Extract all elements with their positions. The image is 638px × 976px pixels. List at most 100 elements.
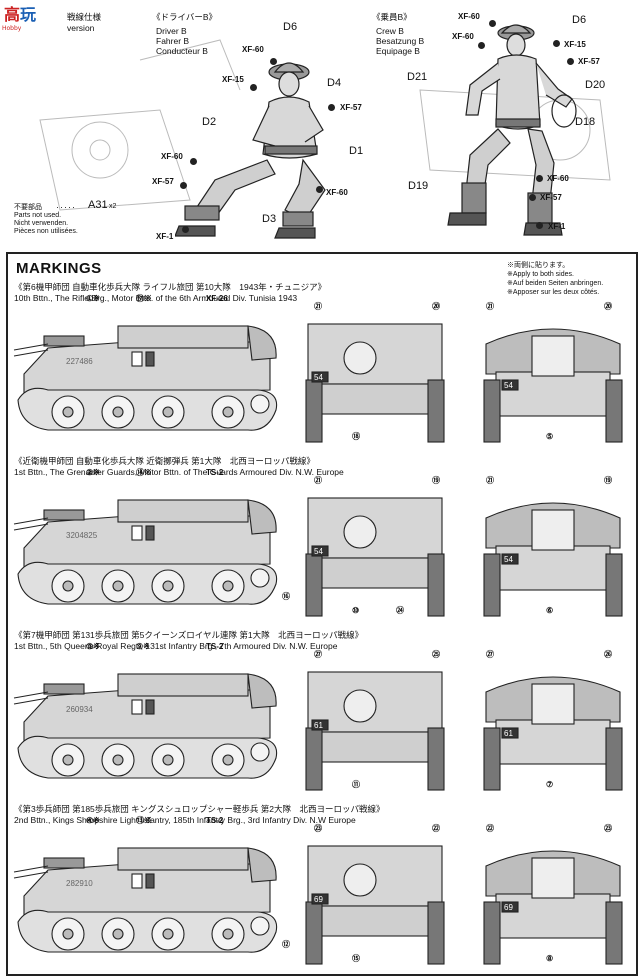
vehicle-3-rear-view: 61 <box>305 671 445 791</box>
not-used-part: A31 <box>88 199 108 211</box>
not-used-qty: x2 <box>109 203 117 210</box>
vehicle-1-rear-plate: 54 <box>314 373 323 382</box>
crew-label-d20: D20 <box>585 79 606 91</box>
vehicle-4-front-decal-b: ㉓ <box>604 824 612 833</box>
driver-label-xf57b: XF-57 <box>152 177 174 186</box>
vehicle-3-front-decal-c: ⑦ <box>546 780 554 789</box>
version-2-title-en: 1st Bttn., The Grenadier Guards, Motor B… <box>14 467 344 477</box>
vehicle-4-side-view: 282910 <box>13 847 278 953</box>
vehicle-1-front-decal-c: ⑤ <box>546 432 554 441</box>
crew-label-xf57a: XF-57 <box>578 57 600 66</box>
crew-label-xf1: XF-1 <box>548 222 566 231</box>
driver-label-xf60c: XF-60 <box>326 188 348 197</box>
crew-figure <box>447 24 577 236</box>
driver-color-dot-xf57b <box>180 182 187 189</box>
crew-title-jp: 《乗員B》 <box>372 12 412 22</box>
crew-color-dot-xf60a <box>489 20 496 27</box>
crew-label-xf15: XF-15 <box>564 40 586 49</box>
vehicle-2-rear-decal-e: ㉔ <box>396 606 404 615</box>
vehicle-4-front-plate: 69 <box>504 903 513 912</box>
vehicle-4-serial: 282910 <box>66 879 93 888</box>
version-1-title-en: 10th Bttn., The Rifle Brg., Motor Bttn. … <box>14 293 298 303</box>
vehicle-1-front-view: 54 <box>483 328 623 443</box>
vehicle-2-front-decal-b: ⑲ <box>604 476 612 485</box>
vehicle-2-serial: 3204825 <box>66 531 98 540</box>
vehicle-3-rear-decal-c: ⑪ <box>352 780 360 789</box>
markings-title: MARKINGS <box>16 260 102 277</box>
vehicle-4-front-view: 69 <box>483 850 623 965</box>
vehicle-2-rear-decal-b: ⑲ <box>432 476 440 485</box>
driver-figure <box>175 62 326 239</box>
vehicle-3-rear-decal-a: ㉗ <box>314 650 322 659</box>
vehicle-1-side-view: 227486 <box>13 325 278 431</box>
vehicle-1-rear-view: 54 <box>305 323 445 443</box>
vehicle-2-front-decal-c: ⑥ <box>546 606 554 615</box>
vehicle-2-rear-decal-d: ⑯ <box>282 592 290 601</box>
apply-note-fr: ※Apposer sur les deux côtés. <box>507 289 600 296</box>
driver-color-dot-xf57a <box>328 104 335 111</box>
crew-label-xf60a: XF-60 <box>458 12 480 21</box>
driver-title-de: Fahrer B <box>156 36 190 46</box>
vehicle-3-front-plate: 61 <box>504 729 513 738</box>
vehicle-1-serial: 227486 <box>66 357 93 366</box>
version-3-title-jp: 《第7機甲師団 第131歩兵旅団 第5クイーンズロイヤル連隊 第1大隊 北西ヨー… <box>14 630 364 640</box>
vehicle-4-rear-decal-c: ⑮ <box>352 954 360 963</box>
driver-label-d1: D1 <box>349 145 364 157</box>
not-used-jp: 不要部品 <box>14 204 42 211</box>
vehicle-3-serial: 260934 <box>66 705 93 714</box>
vehicle-4-side-decal-a: ④※ <box>86 816 100 825</box>
driver-label-d6: D6 <box>283 21 298 33</box>
markings-panel <box>6 252 638 976</box>
vehicle-1-front-plate: 54 <box>504 381 513 390</box>
driver-label-d2: D2 <box>202 116 217 128</box>
svg-text:Hobby: Hobby <box>2 25 22 32</box>
vehicle-4-rear-view: 69 <box>305 845 445 965</box>
vehicle-1-front-decal-a: ㉑ <box>486 302 494 311</box>
vehicle-3-front-view: 61 <box>483 676 623 791</box>
crew-title-fr: Equipage B <box>376 46 420 56</box>
driver-label-xf60b: XF-60 <box>161 152 183 161</box>
svg-text:高: 高 <box>4 5 20 24</box>
vehicle-1-rear-decal-b: ⑳ <box>432 302 440 311</box>
vehicle-3-side-decal-b: ⑨※ <box>136 642 150 651</box>
vehicle-2-paint-code: TS-2 <box>206 468 224 477</box>
apply-note-de: ※Auf beiden Seiten anbringen. <box>507 280 604 287</box>
crew-title-en: Crew B <box>376 26 404 36</box>
svg-text:玩: 玩 <box>20 5 36 24</box>
vehicle-1-rear-decal-a: ㉑ <box>314 302 322 311</box>
vehicle-4-front-decal-c: ⑧ <box>546 954 554 963</box>
vehicle-2-side-decal-b: ⑭※ <box>136 468 152 477</box>
apply-note-jp: ※両側に貼ります。 <box>507 262 570 269</box>
version-4-title-en: 2nd Bttn., Kings Shropshire Light Infant… <box>14 815 356 825</box>
vehicle-2-side-view: 3204825 <box>13 499 278 605</box>
vehicle-1-side-decal-a: ①※ <box>86 294 100 303</box>
crew-color-dot-xf60c <box>536 175 543 182</box>
driver-label-xf15: XF-15 <box>222 75 244 84</box>
crew-label-d18: D18 <box>575 116 596 128</box>
version-1-title-jp: 《第6機甲師団 自動車化歩兵大隊 ライフル旅団 第10大隊 1943年・チュニジ… <box>14 282 327 292</box>
driver-color-dot-xf60c <box>316 186 323 193</box>
vehicle-4-side-decal-b: ⑬※ <box>136 816 152 825</box>
crew-color-dot-xf57a <box>567 58 574 65</box>
driver-title-jp: 《ドライバーB》 <box>152 12 218 22</box>
version-2-title-jp: 《近衛機甲師団 自動車化歩兵大隊 近衛擲弾兵 第1大隊 北西ヨーロッパ戦線》 <box>14 456 315 466</box>
vehicle-1-side-decal-b: ⑰※ <box>136 294 152 303</box>
version-jp: 戦線仕様 <box>67 12 102 22</box>
apply-note-en: ※Apply to both sides. <box>507 271 574 278</box>
driver-label-xf60a: XF-60 <box>242 45 264 54</box>
watermark-logo: 高 玩 Hobby <box>2 2 46 32</box>
crew-label-d21: D21 <box>407 71 428 83</box>
vehicle-3-side-decal-a: ③※ <box>86 642 100 651</box>
crew-label-xf60b: XF-60 <box>452 32 474 41</box>
version-en: version <box>67 23 95 33</box>
vehicle-2-front-decal-a: ㉑ <box>486 476 494 485</box>
vehicle-3-front-decal-b: ㉖ <box>604 650 612 659</box>
crew-color-dot-xf15 <box>553 40 560 47</box>
driver-label-d3: D3 <box>262 213 277 225</box>
driver-label-xf1: XF-1 <box>156 232 174 241</box>
vehicle-1-front-decal-b: ⑳ <box>604 302 612 311</box>
crew-title-de: Besatzung B <box>376 36 425 46</box>
driver-color-dot-xf60a <box>270 58 277 65</box>
vehicle-2-front-plate: 54 <box>504 555 513 564</box>
driver-color-dot-xf60b <box>190 158 197 165</box>
